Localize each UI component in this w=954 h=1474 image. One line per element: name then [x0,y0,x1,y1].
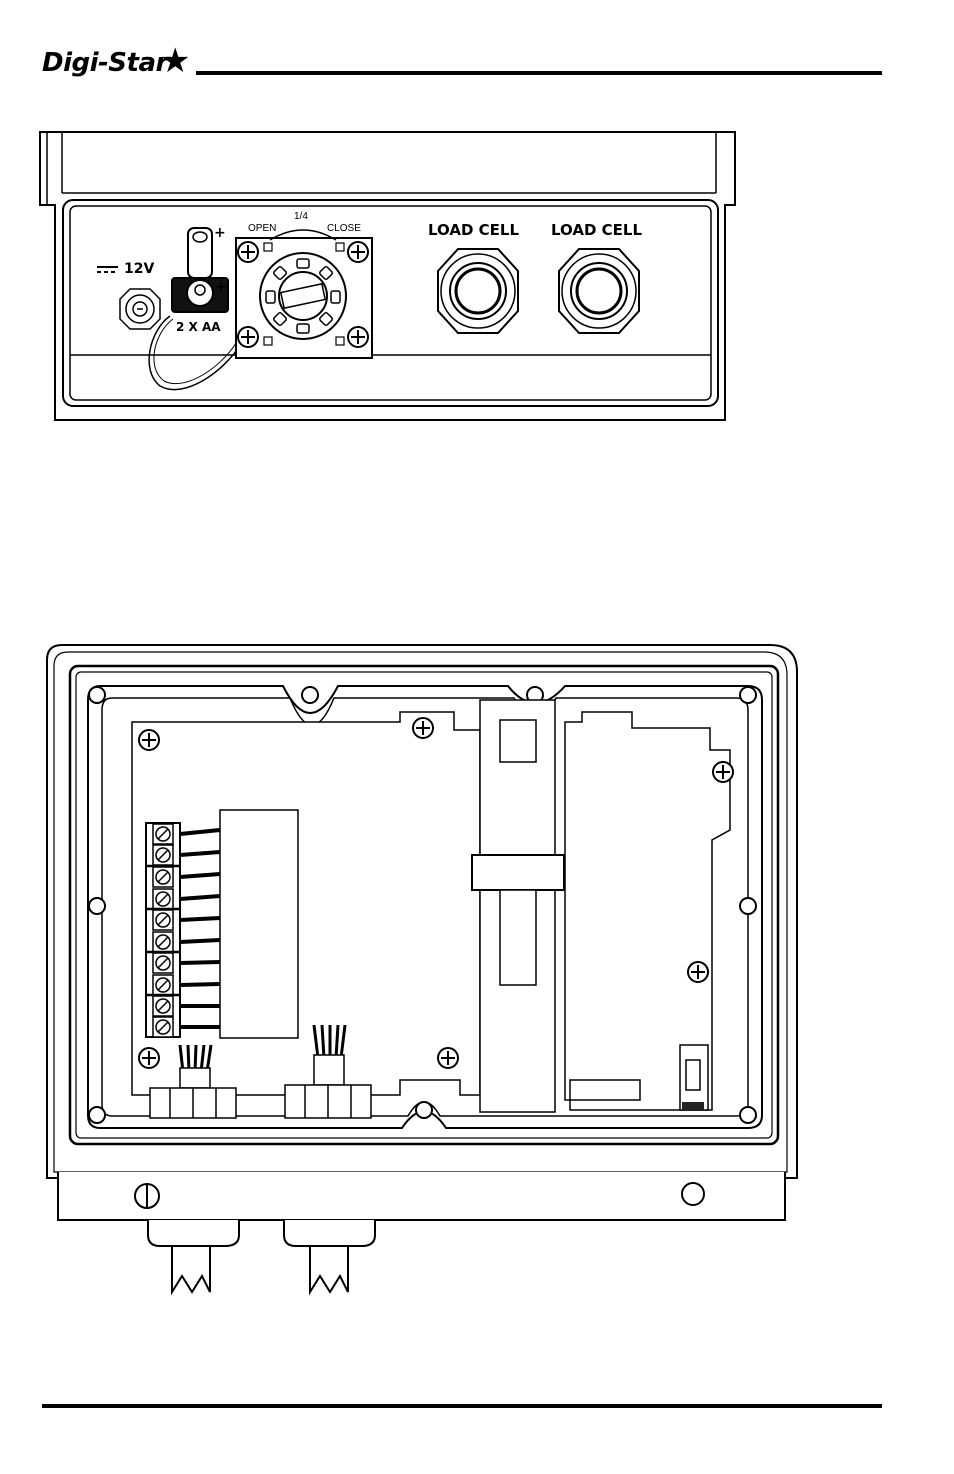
cover-close-label: CLOSE [327,223,361,234]
dc-power-icon [97,266,118,273]
load-cell-label-1: LOAD CELL [428,221,520,239]
front-panel-figure [39,131,736,421]
battery-type-label: 2 X AA [176,320,221,334]
load-cell-label-2: LOAD CELL [551,221,643,239]
star-icon: ★ [160,42,191,80]
header-rule [196,71,882,75]
load-cell-gland-2 [557,247,641,335]
cover-open-label: OPEN [248,223,277,234]
battery-cap-icon [171,227,229,313]
power-jack-icon [119,288,161,330]
open-enclosure-figure [46,644,798,1296]
battery-plus-sign: + [214,225,226,241]
footer-rule [42,1404,882,1408]
load-cell-gland-1 [436,247,520,335]
digi-star-logo: Digi-Star [42,46,168,80]
logo-text: Digi-Star [42,48,168,78]
battery-cover-plate [235,229,373,359]
power-voltage-label: 12V [124,261,155,277]
battery-plus-sign-2: + [215,279,227,295]
cover-quarter-turn-label: 1/4 [294,211,308,222]
